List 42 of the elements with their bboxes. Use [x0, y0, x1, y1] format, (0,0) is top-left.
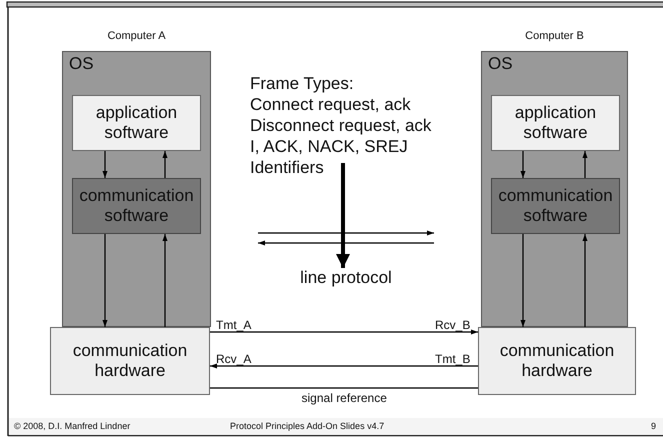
arrow — [162, 234, 168, 327]
edge-label: signal reference — [302, 391, 387, 405]
computer-heading: Computer B — [524, 30, 585, 42]
page-number: 9 — [651, 421, 656, 431]
footer-text: Protocol Principles Add-On Slides v4.7 — [230, 421, 384, 431]
process-box — [50, 327, 210, 395]
box-label: line protocol — [299, 268, 393, 288]
list-item: I, ACK, NACK, SREJ — [250, 136, 409, 157]
box-label: communication software — [78, 186, 195, 226]
arrow — [520, 234, 526, 327]
arrow — [102, 151, 108, 178]
box-label: communication hardware — [498, 341, 616, 381]
arrow — [102, 234, 108, 327]
process-box — [478, 327, 636, 395]
arrow — [582, 151, 588, 178]
arrow — [210, 330, 478, 334]
list-heading: Frame Types: — [250, 73, 355, 94]
box-label: communication software — [497, 186, 614, 226]
list-item: Connect request, ack — [250, 94, 412, 115]
signal-name: Tmt_B — [435, 352, 470, 366]
arrow — [520, 151, 526, 178]
process-box — [491, 95, 620, 151]
list-item: Identifiers — [250, 157, 325, 178]
list-item: Disconnect request, ack — [250, 115, 432, 136]
process-box — [491, 178, 620, 234]
process-box — [72, 95, 201, 151]
box-label: application software — [94, 103, 178, 143]
arrow — [210, 364, 478, 368]
line — [210, 387, 478, 389]
box-label: application software — [514, 103, 598, 143]
arrow — [336, 163, 350, 268]
signal-name: Rcv_A — [216, 352, 252, 366]
computer-heading: Computer A — [106, 30, 167, 42]
signal-name: Tmt_A — [216, 318, 252, 332]
process-box — [72, 178, 201, 234]
arrow — [582, 234, 588, 327]
signal-name: Rcv_B — [435, 318, 470, 332]
footer-text: © 2008, D.I. Manfred Lindner — [14, 421, 130, 431]
panel-title: OS — [69, 54, 94, 74]
panel-title: OS — [488, 54, 513, 74]
arrow — [162, 151, 168, 178]
box-label: communication hardware — [72, 341, 188, 381]
